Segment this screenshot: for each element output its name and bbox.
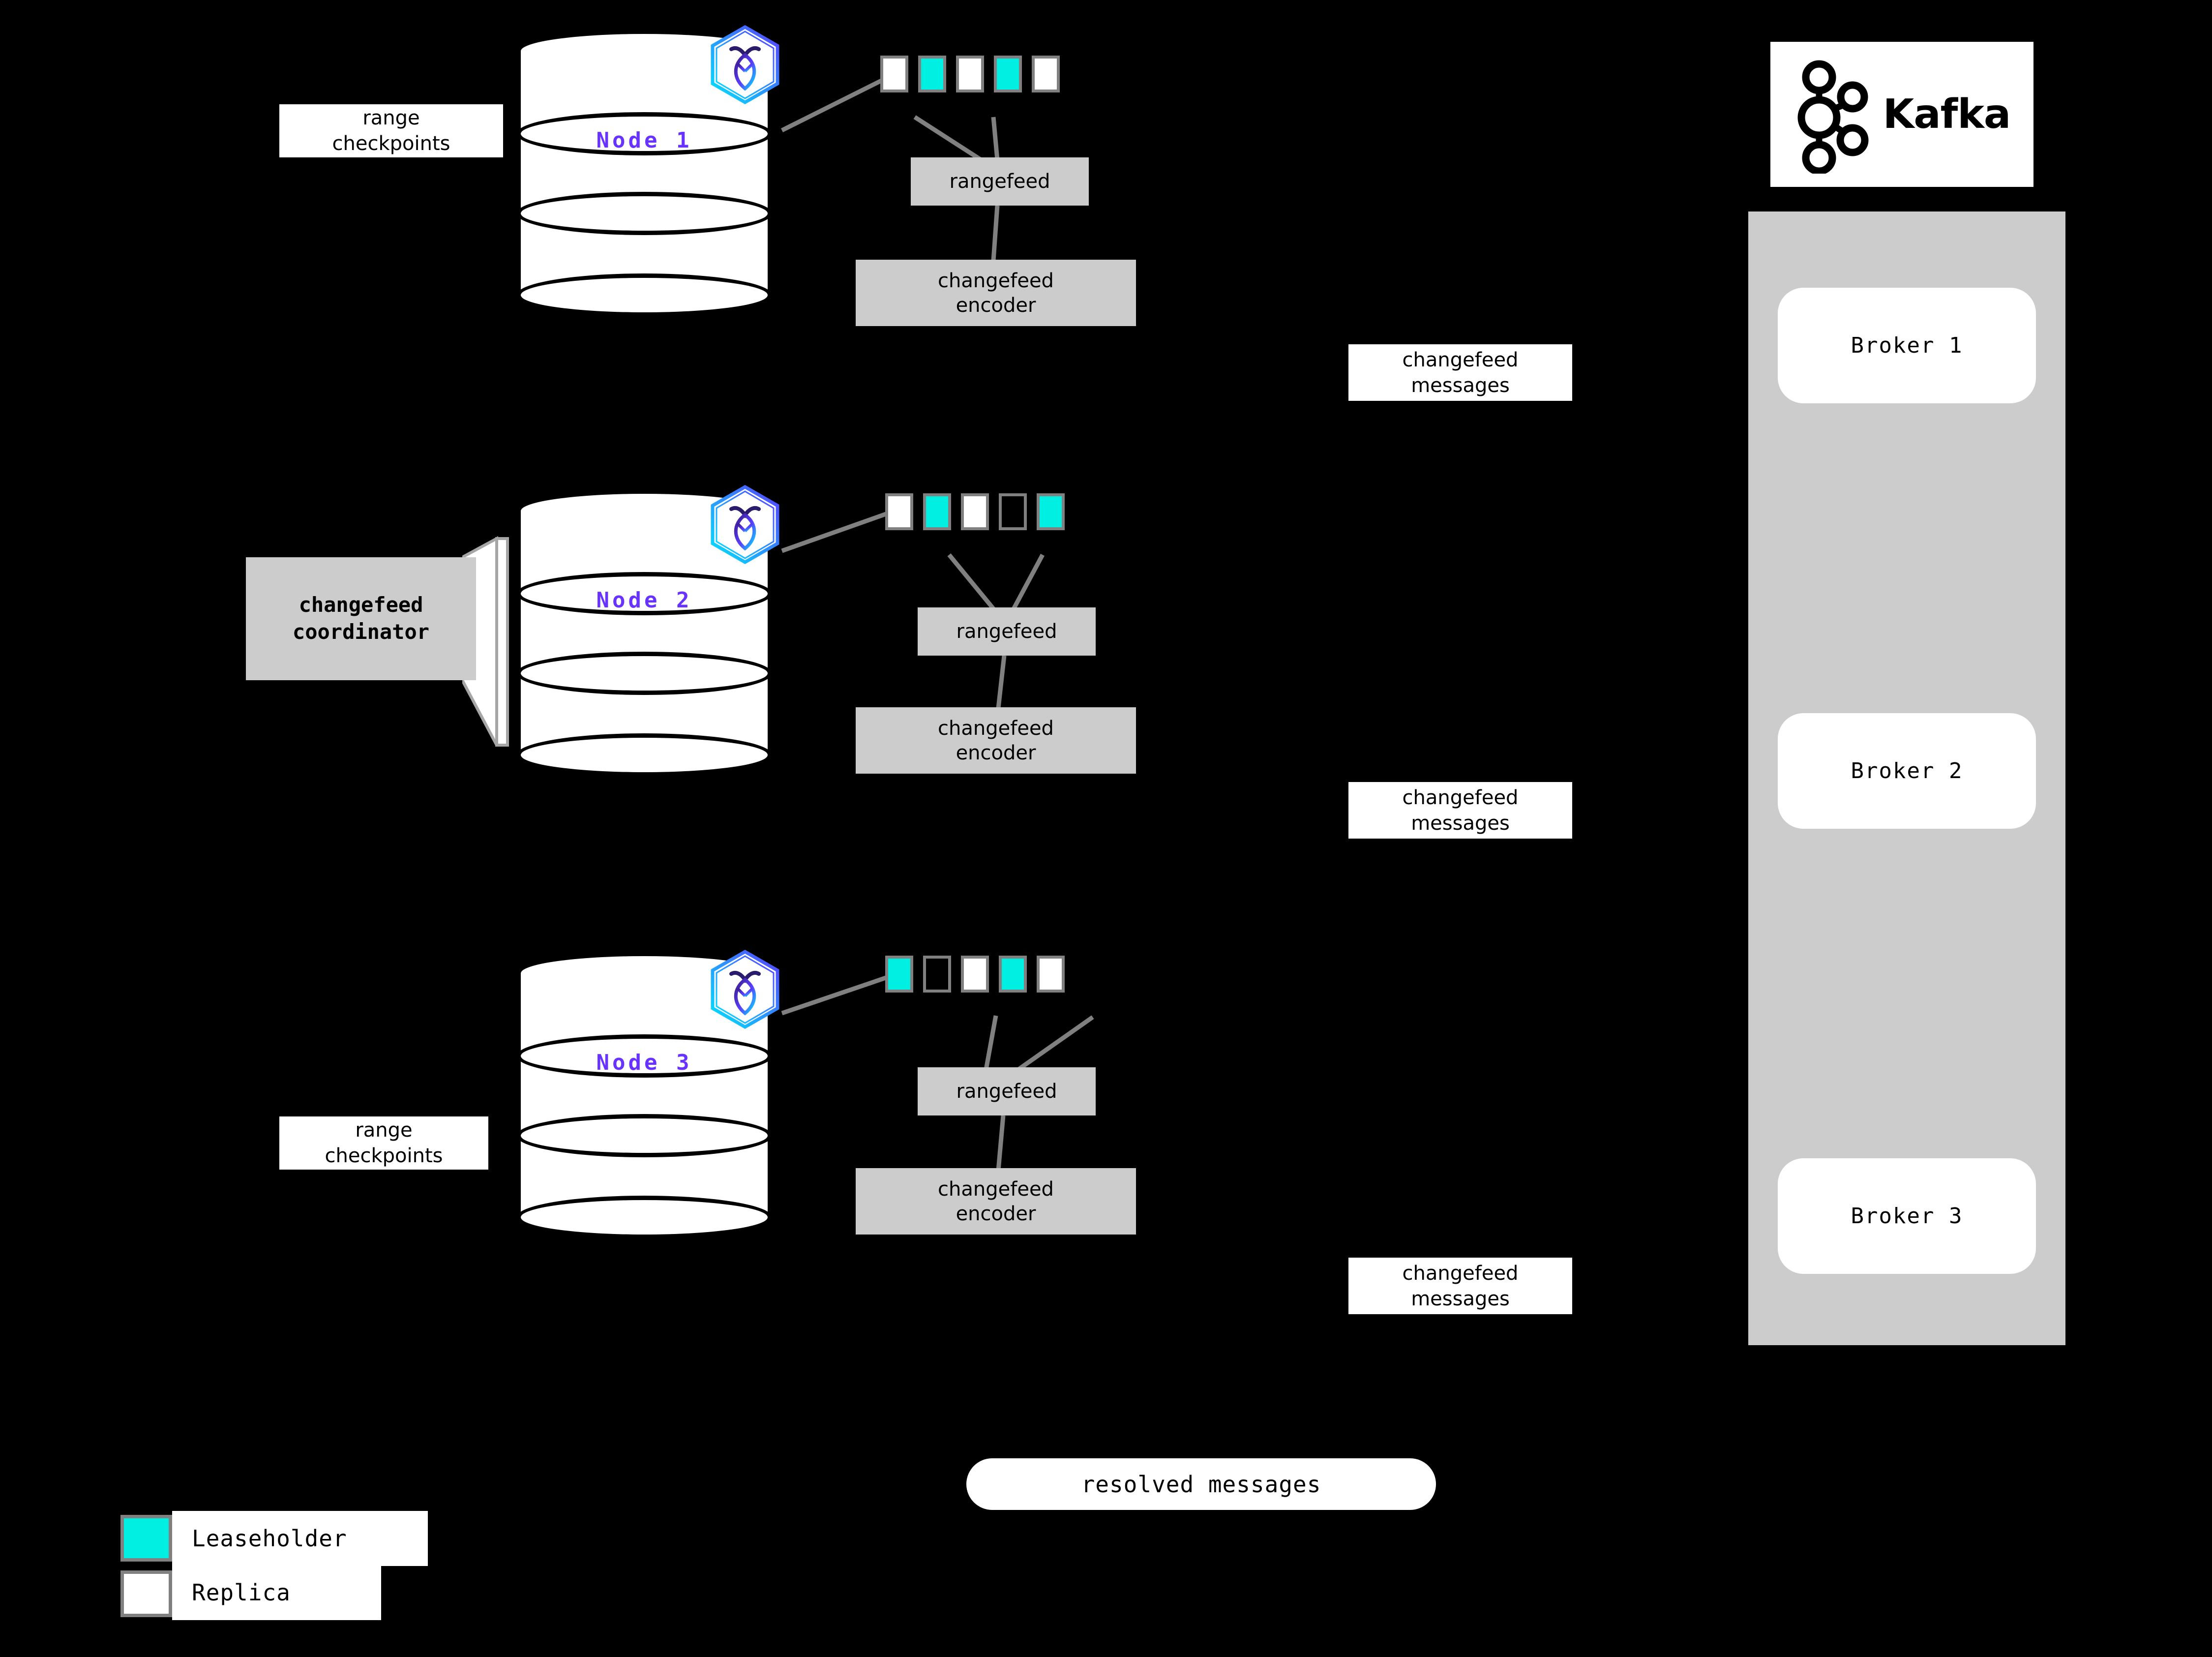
kafka-logo: Kafka bbox=[1770, 42, 2033, 187]
changefeed-messages-label-1: changefeed messages bbox=[1348, 344, 1572, 401]
broker-3-label: Broker 3 bbox=[1851, 1204, 1963, 1229]
broker-3[interactable]: Broker 3 bbox=[1778, 1158, 2036, 1274]
legend-swatch-replica bbox=[120, 1570, 172, 1617]
cylinder-disk-3 bbox=[516, 1114, 772, 1157]
cylinder-disk-3 bbox=[516, 192, 772, 235]
range-leaseholder[interactable] bbox=[923, 493, 951, 530]
cockroachdb-hex-icon bbox=[711, 949, 779, 1029]
cylinder-disk-2 bbox=[516, 1034, 772, 1078]
node1-cylinder: Node 1 bbox=[516, 30, 772, 317]
cylinder-disk-2 bbox=[516, 112, 772, 155]
range-replica[interactable] bbox=[961, 493, 989, 530]
range-leaseholder[interactable] bbox=[918, 56, 946, 92]
node3-rangefeed-box[interactable]: rangefeed bbox=[918, 1067, 1096, 1115]
range-replica[interactable] bbox=[880, 56, 908, 92]
range-replica[interactable] bbox=[1032, 56, 1060, 92]
changefeed-coordinator[interactable]: changefeed coordinator bbox=[246, 534, 521, 750]
node2-encoder-box[interactable]: changefeed encoder bbox=[856, 707, 1136, 774]
kafka-broker-panel: Broker 1 Broker 2 Broker 3 bbox=[1748, 211, 2065, 1345]
changefeed-messages-label-2: changefeed messages bbox=[1348, 782, 1572, 839]
cylinder-disk-bottom bbox=[516, 1196, 772, 1239]
broker-2-label: Broker 2 bbox=[1851, 758, 1963, 783]
node3-encoder-box[interactable]: changefeed encoder bbox=[856, 1168, 1136, 1235]
legend-label-leaseholder: Leaseholder bbox=[172, 1511, 428, 1566]
node1-ranges bbox=[880, 56, 1060, 92]
node2-label: Node 2 bbox=[596, 588, 692, 613]
range-replica[interactable] bbox=[961, 956, 989, 993]
range-leaseholder[interactable] bbox=[1037, 493, 1065, 530]
node1-rangefeed-box[interactable]: rangefeed bbox=[911, 157, 1089, 206]
range-empty[interactable] bbox=[999, 493, 1027, 530]
node1-encoder-box[interactable]: changefeed encoder bbox=[856, 260, 1136, 326]
range-replica[interactable] bbox=[956, 56, 984, 92]
kafka-network-icon bbox=[1797, 60, 1869, 174]
node2-rangefeed-box[interactable]: rangefeed bbox=[918, 607, 1096, 656]
node3-label: Node 3 bbox=[596, 1050, 692, 1075]
range-leaseholder[interactable] bbox=[885, 956, 913, 993]
broker-1[interactable]: Broker 1 bbox=[1778, 288, 2036, 403]
range-empty[interactable] bbox=[923, 956, 951, 993]
cockroachdb-hex-icon bbox=[711, 25, 779, 105]
resolved-messages-pill: resolved messages bbox=[966, 1458, 1436, 1510]
range-leaseholder[interactable] bbox=[994, 56, 1022, 92]
changefeed-messages-label-3: changefeed messages bbox=[1348, 1258, 1572, 1314]
cylinder-disk-bottom bbox=[516, 273, 772, 317]
range-leaseholder[interactable] bbox=[999, 956, 1027, 993]
range-replica[interactable] bbox=[885, 493, 913, 530]
node2-ranges bbox=[885, 493, 1065, 530]
legend-label-replica: Replica bbox=[172, 1565, 381, 1620]
node3-ranges bbox=[885, 956, 1065, 993]
node1-range-checkpoints-label: range checkpoints bbox=[279, 104, 503, 157]
broker-2[interactable]: Broker 2 bbox=[1778, 713, 2036, 829]
node3-range-checkpoints-label: range checkpoints bbox=[279, 1116, 488, 1170]
cylinder-disk-3 bbox=[516, 652, 772, 695]
cylinder-disk-bottom bbox=[516, 733, 772, 777]
coordinator-label: changefeed coordinator bbox=[246, 557, 476, 680]
node1-label: Node 1 bbox=[596, 128, 692, 153]
cylinder-disk-2 bbox=[516, 572, 772, 615]
range-replica[interactable] bbox=[1037, 956, 1065, 993]
legend-swatch-leaseholder bbox=[120, 1515, 172, 1562]
kafka-wordmark: Kafka bbox=[1883, 91, 2011, 138]
broker-1-label: Broker 1 bbox=[1851, 333, 1963, 358]
cockroachdb-hex-icon bbox=[711, 484, 779, 565]
